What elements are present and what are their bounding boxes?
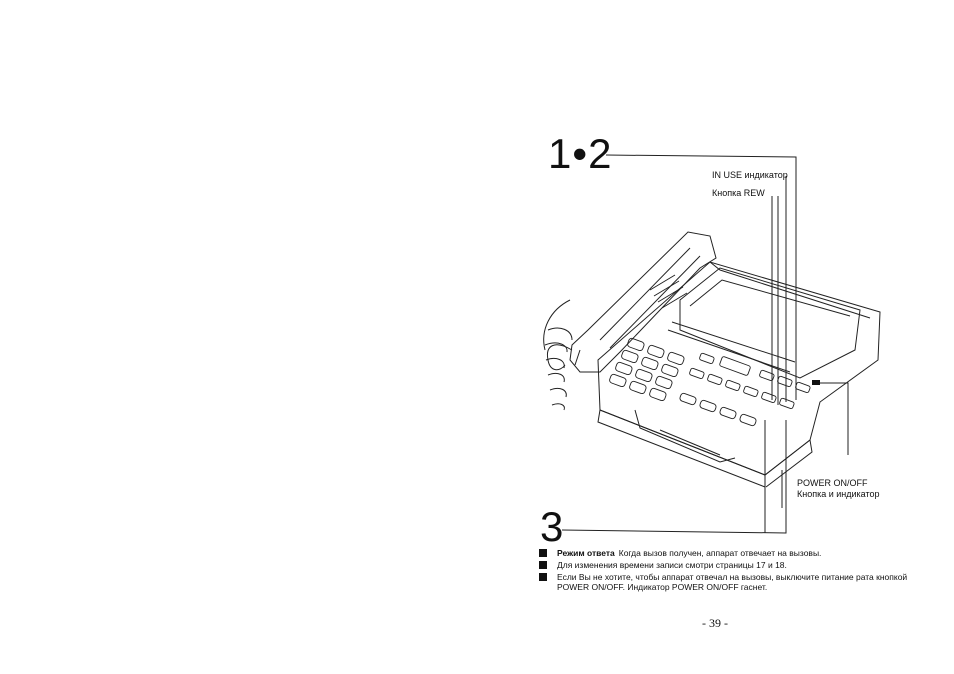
- square-bullet-icon: [539, 549, 547, 557]
- note-heading: Режим ответа: [557, 548, 615, 558]
- square-bullet-icon: [539, 561, 547, 569]
- note-item: Если Вы не хотите, чтобы аппарат отвечал…: [539, 572, 909, 592]
- step-number-1-2: 1•2: [548, 130, 613, 177]
- note-item: Для изменения времени записи смотри стра…: [539, 560, 909, 570]
- page-number: - 39 -: [702, 616, 728, 630]
- label-in-use-indicator: IN USE индикатор: [712, 170, 788, 180]
- square-bullet-icon: [539, 573, 547, 581]
- note-text: Для изменения времени записи смотри стра…: [557, 560, 787, 570]
- note-text: Если Вы не хотите, чтобы аппарат отвечал…: [557, 572, 908, 592]
- label-power-button-indicator: Кнопка и индикатор: [797, 489, 880, 499]
- step-number-3: 3: [540, 503, 564, 550]
- note-text: Когда вызов получен, аппарат отвечает на…: [618, 548, 822, 558]
- label-power-on-off: POWER ON/OFF: [797, 478, 868, 488]
- label-rew-button: Кнопка REW: [712, 188, 765, 198]
